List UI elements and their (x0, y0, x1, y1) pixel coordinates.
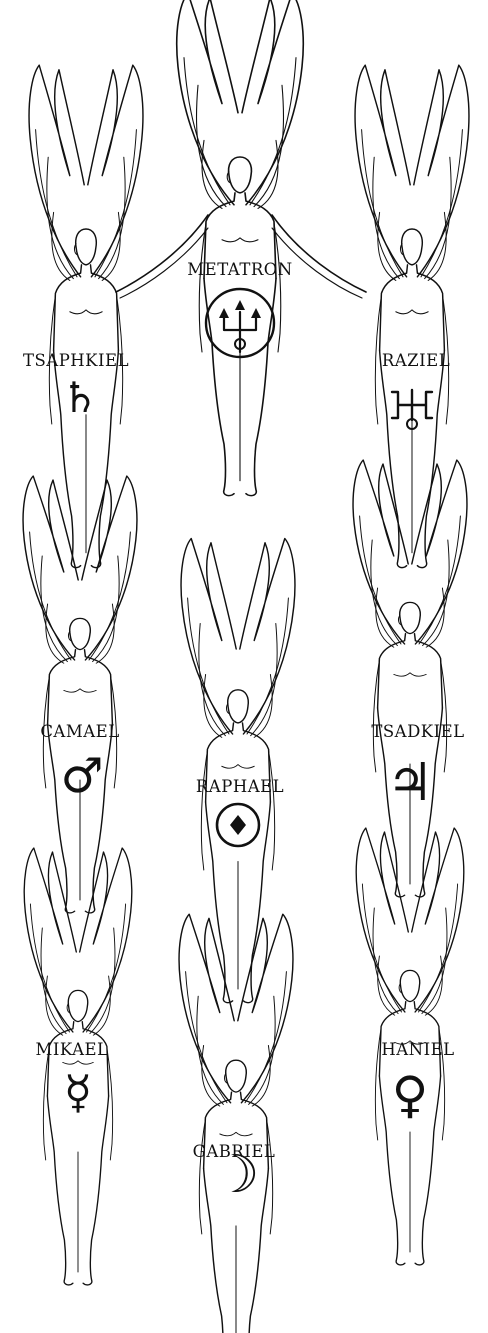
jupiter-icon: ♃ (387, 753, 434, 813)
kether-sigil-icon (206, 289, 274, 357)
label-metatron: METATRON (187, 260, 292, 279)
label-haniel: HANIEL (381, 1040, 454, 1059)
label-tsadkiel: TSADKIEL (371, 722, 464, 741)
venus-icon: ♀ (392, 1066, 429, 1124)
mars-icon: ♂ (60, 748, 103, 804)
sun-icon (217, 804, 259, 846)
label-raziel: RAZIEL (382, 351, 450, 370)
label-camael: CAMAEL (40, 722, 119, 741)
figure-raphael (181, 539, 295, 1003)
mercury-icon: ☿ (64, 1065, 92, 1119)
label-tsaphkiel: TSAPHKIEL (23, 351, 129, 370)
label-mikael: MIKAEL (36, 1040, 109, 1059)
figure-camael (23, 476, 137, 913)
figure-metatron (116, 0, 366, 496)
figure-gabriel (179, 914, 293, 1333)
label-gabriel: GABRIEL (193, 1142, 276, 1161)
label-raphael: RAPHAEL (196, 777, 284, 796)
figure-raziel (355, 65, 469, 567)
figure-tsaphkiel (29, 65, 143, 567)
saturn-icon: ♄ (61, 373, 99, 422)
figure-tsadkiel (353, 460, 467, 897)
